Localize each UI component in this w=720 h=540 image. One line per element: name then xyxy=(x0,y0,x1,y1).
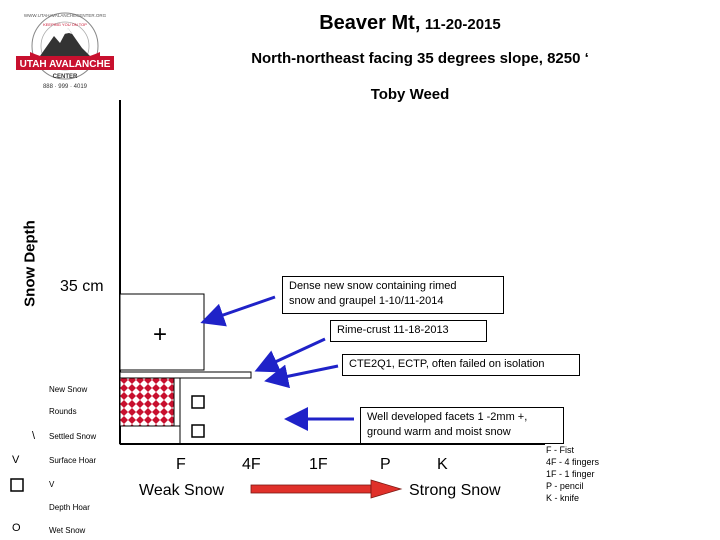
callout-stability-test: CTE2Q1, ECTP, often failed on isolation xyxy=(342,354,580,376)
callout-text: CTE2Q1, ECTP, often failed on isolation xyxy=(349,358,545,370)
callout-arrow-stability xyxy=(264,364,339,389)
title-date: 11-20-2015 xyxy=(424,16,501,33)
callout-arrow-new-snow xyxy=(200,295,276,327)
callout-rime-crust: Rime-crust 11-18-2013 xyxy=(330,320,487,342)
weak-strong-arrow-shaft xyxy=(250,484,372,494)
layer-depth-hoar-pattern xyxy=(119,377,175,427)
subtitle-aspect-mark: ‘ xyxy=(584,50,589,67)
hardness-legend: F - Fist 4F - 4 fingers 1F - 1 finger P … xyxy=(546,444,599,504)
callout-new-snow: Dense new snow containing rimed snow and… xyxy=(282,276,504,314)
depth-tick-label: 35 cm xyxy=(60,278,104,295)
legend-label: V xyxy=(49,480,55,489)
grain-symbol-plus: + xyxy=(153,321,167,348)
logo-name: UTAH AVALANCHE xyxy=(20,59,111,70)
callout-text: snow and graupel 1-10/11-2014 xyxy=(289,295,444,307)
y-axis-label: Snow Depth xyxy=(21,220,39,307)
legend-label: Surface Hoar xyxy=(49,456,97,465)
hardness-tick: K xyxy=(437,456,448,473)
legend-label: Depth Hoar xyxy=(49,503,90,512)
hardness-legend-item: K - knife xyxy=(546,493,580,503)
subtitle-aspect: North-northeast facing 35 degrees slope,… xyxy=(251,50,581,67)
callout-text: Rime-crust 11-18-2013 xyxy=(337,324,449,336)
legend-symbol: O xyxy=(12,522,21,534)
hardness-tick: 4F xyxy=(242,456,261,473)
chart-title: Beaver Mt, 11-20-2015 xyxy=(180,12,640,35)
hardness-legend-item: 4F - 4 fingers xyxy=(546,457,600,467)
grain-symbol-square xyxy=(191,395,205,409)
layer-rime-crust xyxy=(119,371,252,379)
layer-facets xyxy=(119,377,181,445)
weak-snow-label: Weak Snow xyxy=(139,482,225,499)
hardness-legend-item: F - Fist xyxy=(546,445,574,455)
legend-label: New Snow xyxy=(49,385,88,394)
logo-ring-mid: KEEPING YOU ON TOP xyxy=(43,22,87,27)
strong-snow-label: Strong Snow xyxy=(409,482,501,499)
hardness-legend-item: 1F - 1 finger xyxy=(546,469,595,479)
legend-label: Settled Snow xyxy=(49,432,97,441)
logo-center: CENTER xyxy=(53,74,78,80)
logo-phone: 888 · 999 · 4019 xyxy=(43,84,88,90)
legend-square-symbol xyxy=(10,478,24,492)
callout-arrow-rime-crust xyxy=(254,337,326,373)
grain-symbol-square xyxy=(191,424,205,438)
legend-symbol: V xyxy=(12,454,20,466)
layer-new-snow xyxy=(119,293,205,371)
hardness-tick: F xyxy=(176,456,186,473)
weak-strong-arrow-head xyxy=(370,479,403,499)
utah-avalanche-center-logo: UTAH AVALANCHE CENTER 888 · 999 · 4019 W… xyxy=(16,12,114,90)
hardness-tick: 1F xyxy=(309,456,328,473)
callout-text: ground warm and moist snow xyxy=(367,426,511,438)
legend-label: Rounds xyxy=(49,407,77,416)
callout-text: Well developed facets 1 -2mm +, xyxy=(367,411,528,423)
hardness-legend-item: P - pencil xyxy=(546,481,584,491)
chart-subtitle: North-northeast facing 35 degrees slope,… xyxy=(160,50,680,67)
observer-name: Toby Weed xyxy=(370,86,450,103)
legend-label: Wet Snow xyxy=(49,526,86,535)
hardness-tick: P xyxy=(380,456,391,473)
legend-symbol: \ xyxy=(32,430,36,442)
title-location: Beaver Mt, xyxy=(319,12,421,34)
logo-ring-text: WWW.UTAHAVALANCHECENTER.ORG xyxy=(24,13,107,18)
callout-facets: Well developed facets 1 -2mm +, ground w… xyxy=(360,407,564,444)
callout-text: Dense new snow containing rimed xyxy=(289,280,457,292)
